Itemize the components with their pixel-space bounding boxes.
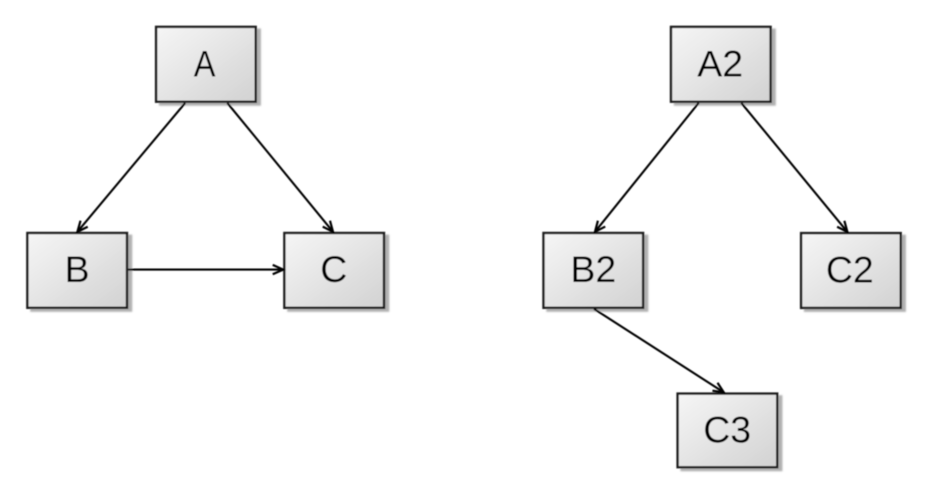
svg-text:B2: B2 xyxy=(570,248,616,290)
svg-text:C2: C2 xyxy=(826,248,874,290)
svg-text:A2: A2 xyxy=(697,42,743,84)
svg-text:C3: C3 xyxy=(703,408,751,450)
svg-text:C: C xyxy=(320,248,347,290)
svg-text:A: A xyxy=(194,43,216,85)
svg-text:B: B xyxy=(65,248,90,290)
